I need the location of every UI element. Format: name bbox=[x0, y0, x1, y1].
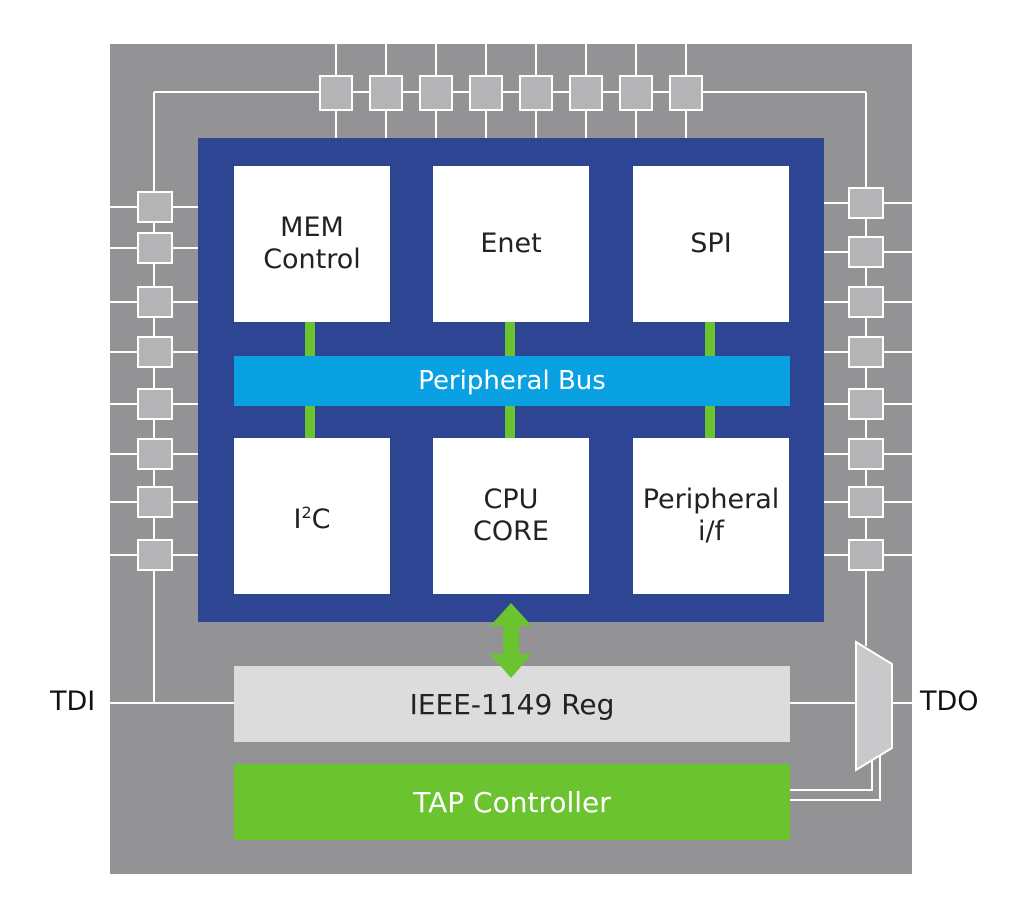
peripheral-bus: Peripheral Bus bbox=[234, 356, 790, 406]
cpu-core-block: CPU CORE bbox=[433, 438, 589, 594]
ieee-1149-register-label: IEEE-1149 Reg bbox=[409, 687, 615, 721]
mem-control-block: MEM Control bbox=[234, 166, 390, 322]
peripheral-bus-label: Peripheral Bus bbox=[418, 366, 606, 396]
i2c-label: I2C bbox=[293, 502, 331, 535]
tdi-label: TDI bbox=[50, 686, 96, 717]
boundary-scan-cells bbox=[137, 75, 884, 571]
tdo-label: TDO bbox=[920, 686, 979, 717]
bidirectional-arrow-icon bbox=[490, 603, 532, 678]
output-multiplexer-icon bbox=[855, 640, 893, 772]
ieee-1149-register: IEEE-1149 Reg bbox=[234, 666, 790, 742]
peripheral-if-block: Peripheral i/f bbox=[633, 438, 789, 594]
i2c-block: I2C bbox=[234, 438, 390, 594]
spi-block: SPI bbox=[633, 166, 789, 322]
tap-controller-label: TAP Controller bbox=[413, 785, 611, 819]
tap-controller: TAP Controller bbox=[234, 764, 790, 840]
enet-block: Enet bbox=[433, 166, 589, 322]
